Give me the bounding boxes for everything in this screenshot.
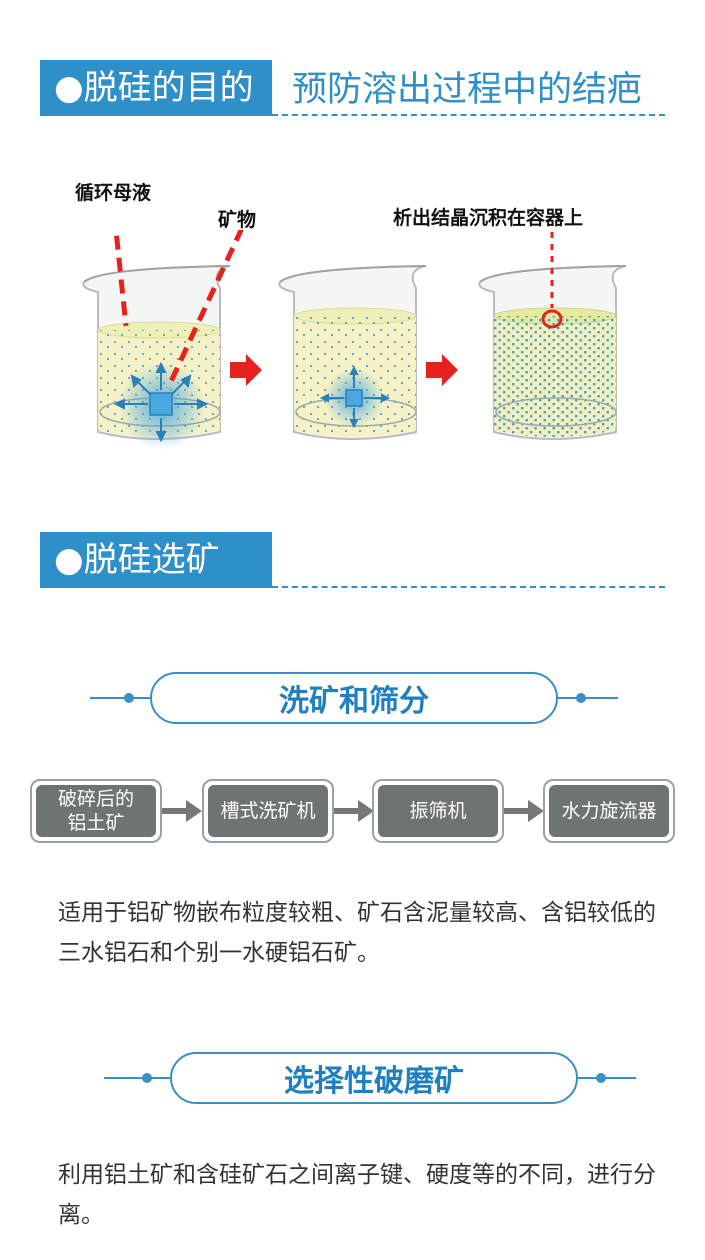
- arrow-2: [426, 354, 458, 386]
- beaker-1: [82, 265, 231, 450]
- pill-dot-left: [142, 1073, 152, 1083]
- beaker-illustration: [82, 230, 627, 450]
- flow-step-trough-washer: 槽式洗矿机: [202, 779, 334, 843]
- section-divider: [272, 586, 665, 588]
- flow-arrow-1: [162, 800, 202, 822]
- pill-line-left: [104, 1077, 174, 1079]
- pill-dot-left: [124, 693, 134, 703]
- flow-step-label: 槽式洗矿机: [208, 785, 328, 837]
- method-title-washing-screening: 洗矿和筛分: [150, 672, 558, 724]
- flow-arrow-3: [504, 800, 544, 822]
- section-tab-desilication-purpose: ●脱硅的目的: [40, 60, 272, 116]
- pill-dot-right: [596, 1073, 606, 1083]
- beaker-2: [278, 265, 427, 440]
- flow-step-vibrating-screen: 振筛机: [372, 779, 504, 843]
- pill-line-right: [576, 1077, 636, 1079]
- section-subtitle: 预防溶出过程中的结疤: [292, 70, 643, 110]
- section-tab-desilication-beneficiation: ●脱硅选矿: [40, 532, 272, 588]
- flow-step-hydrocyclone: 水力旋流器: [543, 779, 675, 843]
- arrow-1: [230, 354, 262, 386]
- flow-step-label: 破碎后的 铝土矿: [36, 785, 156, 837]
- flow-step-label: 振筛机: [378, 785, 498, 837]
- label-crystal-deposit: 析出结晶沉积在容器上: [393, 207, 584, 229]
- method-title-selective-grinding: 选择性破磨矿: [170, 1052, 578, 1104]
- method2-description: 利用铝土矿和含硅矿石之间离子键、硬度等的不同，进行分离。: [58, 1162, 656, 1228]
- section-divider: [272, 114, 665, 116]
- flow-step-label: 水力旋流器: [549, 785, 669, 837]
- pill-dot-right: [576, 693, 586, 703]
- pill-line-left: [90, 697, 152, 699]
- method1-description: 适用于铝矿物嵌布粒度较粗、矿石含泥量较高、含铝较低的三水铝石和个别一水硬铝石矿。: [58, 900, 656, 966]
- beaker-3: [478, 265, 627, 440]
- pill-line-right: [556, 697, 618, 699]
- label-mother-liquor: 循环母液: [75, 182, 152, 204]
- flow-arrow-2: [334, 800, 374, 822]
- label-mineral: 矿物: [218, 209, 257, 231]
- flow-step-crushed-bauxite: 破碎后的 铝土矿: [30, 779, 162, 843]
